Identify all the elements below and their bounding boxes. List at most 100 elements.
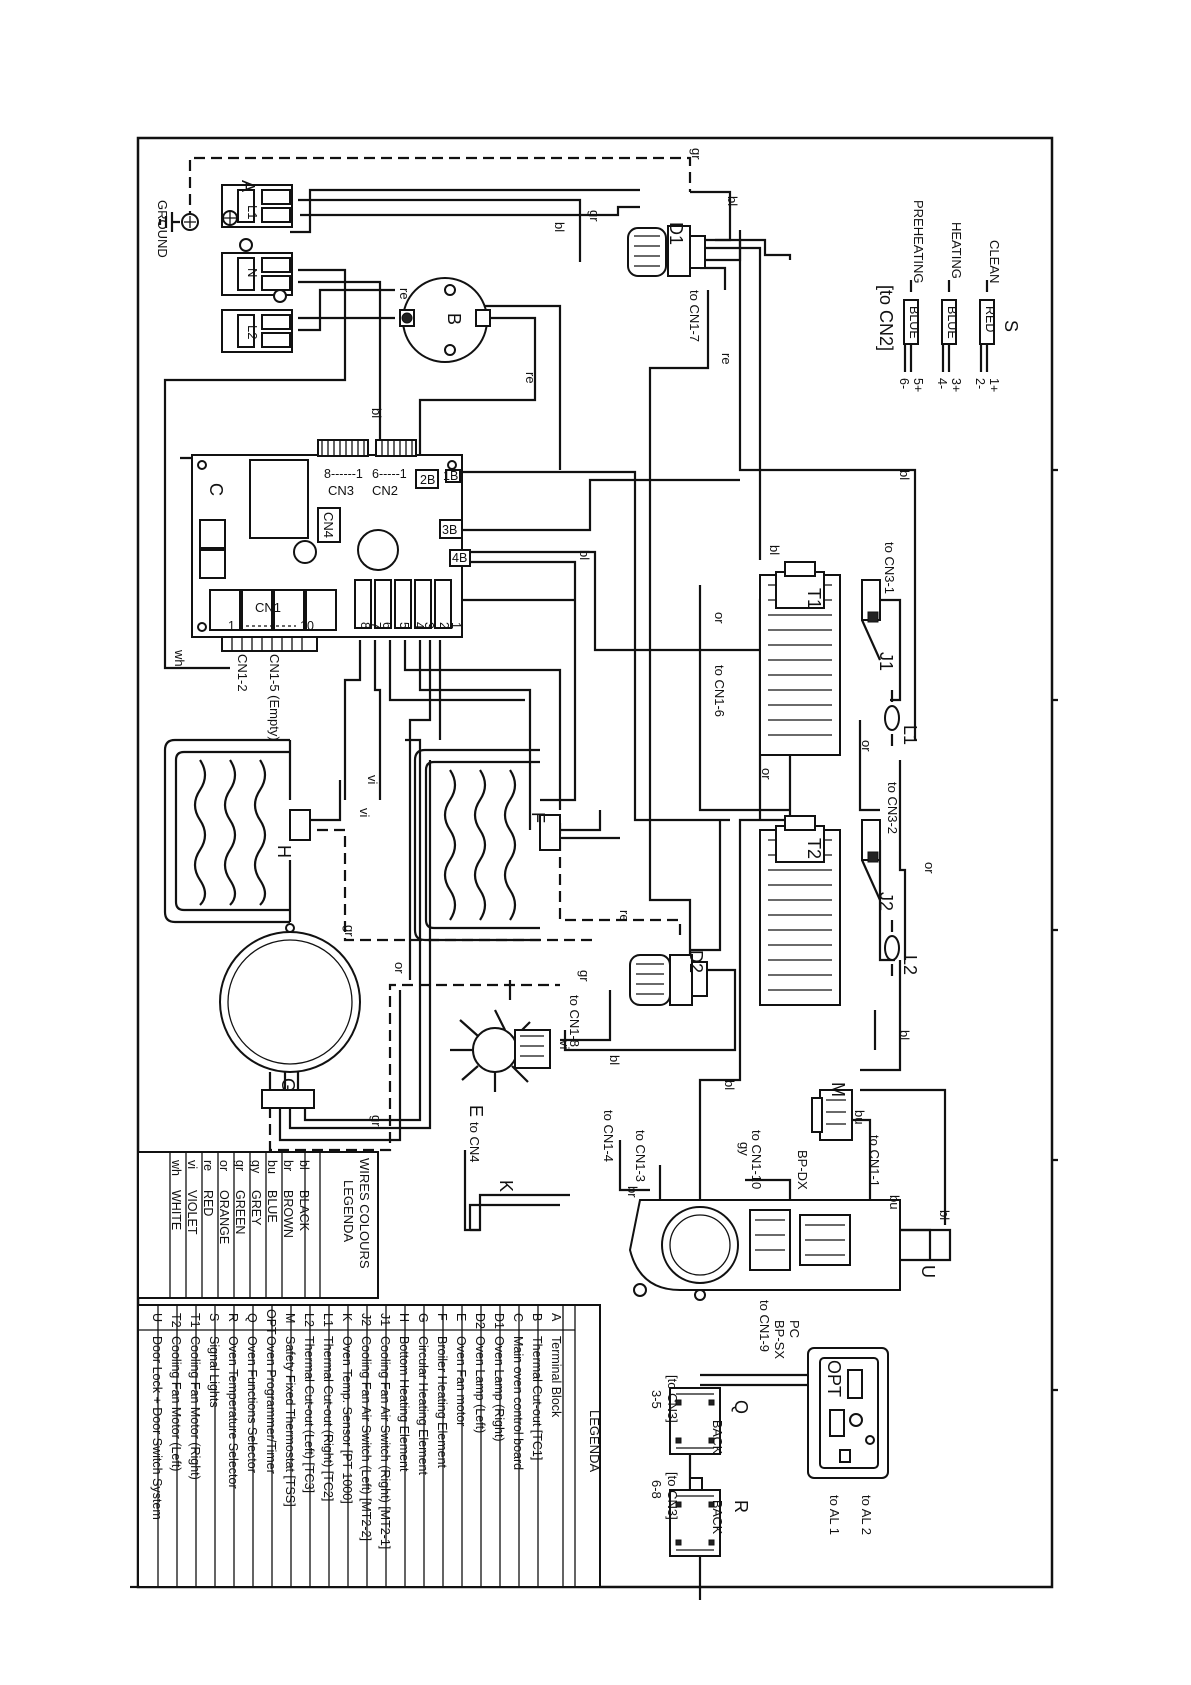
- g-wire-or: or: [392, 962, 407, 974]
- svg-text:Oven Fan motor: Oven Fan motor: [454, 1336, 468, 1426]
- components-legend: LEGENDA A Terminal Block B Thermal Cut-o…: [137, 1304, 602, 1588]
- label-c: C: [206, 483, 226, 496]
- svg-text:8: 8: [358, 622, 372, 629]
- svg-text:J2: J2: [359, 1313, 373, 1326]
- programmer-opt: OPT to AL 2 to AL 1: [807, 1347, 889, 1535]
- wire-colour-rows: bl BLACK br BROWN bu BLUE gy GREY gr GRE…: [169, 1159, 311, 1244]
- svg-text:GREY: GREY: [249, 1190, 263, 1226]
- cn3-range: 8------1: [324, 467, 363, 481]
- air-switch-j1: J1 to CN3-1: [860, 542, 897, 671]
- svg-text:D2: D2: [473, 1313, 487, 1329]
- svg-text:B: B: [530, 1313, 544, 1321]
- ref-cn3-1: to CN3-1: [882, 542, 897, 594]
- frame-ticks: [130, 468, 1058, 1589]
- svg-text:L2: L2: [302, 1313, 316, 1327]
- svg-text:wh: wh: [172, 649, 187, 667]
- svg-text:Door Lock + Door Switch System: Door Lock + Door Switch System: [150, 1336, 164, 1520]
- svg-text:bl: bl: [297, 1160, 311, 1170]
- ref-cn1-6: to CN1-6: [712, 665, 727, 717]
- svg-text:Q: Q: [245, 1313, 259, 1323]
- cn3-label: CN3: [328, 483, 354, 498]
- svg-text:Main oven control board: Main oven control board: [511, 1336, 525, 1470]
- ref-cn1-1: to CN1-1: [867, 1135, 882, 1187]
- svg-text:Thermal Cut-out [TC1]: Thermal Cut-out [TC1]: [530, 1336, 544, 1460]
- broiler-heating-element-f: F re: [413, 748, 632, 942]
- oven-lamp-d2: D2: [629, 950, 708, 1006]
- svg-text:Terminal Block: Terminal Block: [549, 1336, 563, 1418]
- label-l2: L2: [900, 955, 920, 975]
- ref-cn1-8: to CN1-8: [567, 995, 582, 1047]
- door-lock-u: U BP-DX PC BP-SX to CN1-9 to CN1-10 to C…: [601, 1110, 952, 1359]
- ref-bp-sx: BP-SX: [772, 1320, 787, 1359]
- svg-text:3+: 3+: [949, 378, 963, 392]
- ref-cn1-3: to CN1-3: [633, 1130, 648, 1182]
- q-back-label: BACK: [710, 1420, 724, 1455]
- f-wire-re: re: [617, 910, 632, 922]
- safety-thermostat-m: M to CN1-1 bu: [811, 1082, 882, 1187]
- heating-label: HEATING: [949, 222, 964, 279]
- label-s: S: [1001, 320, 1021, 332]
- svg-text:Cooling Fan Motor (Right): Cooling Fan Motor (Right): [188, 1336, 202, 1480]
- svg-text:ORANGE: ORANGE: [217, 1190, 231, 1244]
- svg-text:5+: 5+: [911, 378, 925, 392]
- legend-title: LEGENDA: [587, 1410, 602, 1472]
- cooling-fan-t2: T2 or: [759, 768, 841, 1006]
- ref-cn3-2: to CN3-2: [885, 782, 900, 834]
- svg-text:vi: vi: [185, 1160, 199, 1169]
- label-j2: J2: [876, 892, 896, 911]
- svg-text:1+: 1+: [987, 378, 1001, 392]
- control-board: 8 7 6 5 4 3 2 1 8------1 6-----1 CN3 CN2…: [191, 439, 471, 741]
- svg-text:gr: gr: [689, 148, 704, 160]
- cn2-range: 6-----1: [372, 467, 407, 481]
- function-selector-q: BACK Q [to CN3] 3-5: [649, 1375, 751, 1455]
- svg-text:BLUE: BLUE: [265, 1190, 279, 1223]
- svg-text:Cooling Fan Air Switch (Right): Cooling Fan Air Switch (Right) [MT2-1]: [378, 1336, 392, 1549]
- svg-text:Cooling Fan Motor (Left): Cooling Fan Motor (Left): [169, 1336, 183, 1471]
- conn-3b: 3B: [442, 523, 457, 537]
- svg-text:VIOLET: VIOLET: [185, 1190, 199, 1235]
- preheating-color: BLUE: [907, 306, 921, 339]
- label-h: H: [274, 845, 294, 858]
- svg-text:T1: T1: [188, 1313, 202, 1328]
- svg-text:G: G: [416, 1313, 430, 1323]
- terminal-block: L1 N L2 A: [221, 180, 293, 353]
- conn-2b: 2B: [420, 473, 435, 487]
- svg-text:Oven Functions Selector: Oven Functions Selector: [245, 1336, 259, 1473]
- svg-text:D1: D1: [492, 1313, 506, 1329]
- conn-4b: 4B: [452, 551, 467, 565]
- heating-color: BLUE: [945, 306, 959, 339]
- svg-text:Oven Programmer/Timer: Oven Programmer/Timer: [264, 1336, 278, 1474]
- svg-text:4-: 4-: [935, 378, 949, 389]
- h-wire-vi: vi: [365, 775, 380, 785]
- label-d2: D2: [686, 950, 706, 973]
- t1-wire-or: or: [712, 612, 727, 624]
- u-wire-gy: gy: [737, 1142, 752, 1156]
- svg-text:C: C: [511, 1313, 525, 1322]
- svg-text:2: 2: [437, 622, 451, 629]
- svg-text:K: K: [340, 1313, 354, 1322]
- clean-color: RED: [983, 306, 997, 332]
- label-k: K: [496, 1180, 516, 1192]
- svg-text:Thermal Cut-out (Left) [TC3]: Thermal Cut-out (Left) [TC3]: [302, 1336, 316, 1493]
- svg-text:Oven Temp. Sensor [PT 1000]: Oven Temp. Sensor [PT 1000]: [340, 1336, 354, 1504]
- svg-text:6-: 6-: [897, 378, 911, 389]
- r-back-label: BACK: [710, 1500, 724, 1535]
- wire-color-labels: gr gr bl bl bl re re bl bl wh vi bl bl b…: [172, 148, 952, 1220]
- svg-text:U: U: [150, 1313, 164, 1322]
- svg-text:gr: gr: [233, 1160, 247, 1171]
- t2-wire-or: or: [759, 768, 774, 780]
- label-r: R: [731, 1500, 751, 1513]
- svg-text:BLACK: BLACK: [297, 1190, 311, 1232]
- relay-numbers: 8 7 6 5 4 3 2 1: [358, 622, 463, 629]
- label-t1: T1: [804, 588, 824, 609]
- svg-text:gy: gy: [249, 1160, 263, 1174]
- thermal-cutout-l1: L1 or: [859, 690, 920, 752]
- svg-text:Oven Lamp (Left): Oven Lamp (Left): [473, 1336, 487, 1433]
- svg-text:GREEN: GREEN: [233, 1190, 247, 1234]
- svg-text:Cooling Fan Air Switch (Left): Cooling Fan Air Switch (Left) [MT2-2]: [359, 1336, 373, 1541]
- svg-text:bl: bl: [552, 222, 567, 232]
- cn2-label: CN2: [372, 483, 398, 498]
- thermal-cutout-l2: L2 or: [884, 862, 937, 976]
- cn4-label: CN4: [321, 512, 336, 538]
